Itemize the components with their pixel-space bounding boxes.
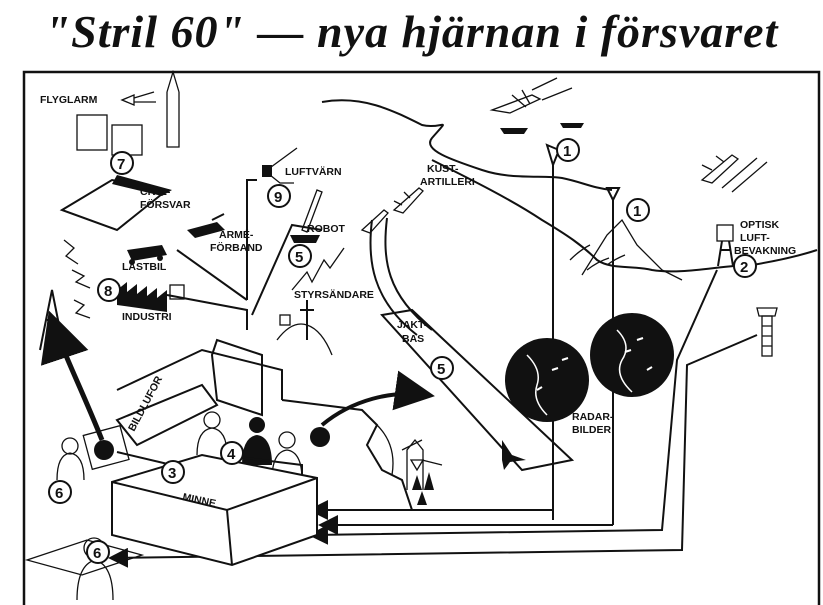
label-civilforsvar-1: CIVIL-: [140, 186, 171, 198]
lightning-signal: [291, 247, 345, 291]
number-badge-5b: 5: [430, 356, 454, 380]
coastline: [321, 99, 613, 191]
command-center: [116, 338, 443, 511]
mountain: [581, 218, 683, 281]
radar-image-1: [505, 338, 589, 422]
label-flyglarm: FLYGLARM: [40, 94, 98, 106]
jaktbas-runway: [380, 308, 575, 472]
fighter-track: [369, 219, 418, 336]
truck-icon: [127, 245, 167, 265]
svg-text:8: 8: [104, 283, 112, 300]
civil-shadow: [112, 175, 172, 196]
line-radar-1: [308, 500, 554, 520]
trees-icon: [412, 472, 434, 505]
svg-text:1: 1: [563, 143, 571, 160]
frame-border: [22, 70, 821, 605]
label-armeforband-2: FÖRBAND: [210, 241, 263, 254]
ship-icon: [500, 123, 584, 134]
number-badge-1b: 1: [626, 198, 650, 222]
arrow-to-minne: [116, 451, 173, 466]
svg-text:6: 6: [93, 545, 101, 562]
label-civilforsvar-2: FÖRSVAR: [140, 198, 191, 211]
line-flyglarm: [246, 179, 257, 300]
number-badge-1a: 1: [556, 138, 580, 162]
label-jaktbas-1: JAKT-: [397, 319, 428, 331]
number-badge-7: 7: [110, 151, 134, 175]
label-industri: INDUSTRI: [122, 311, 172, 323]
operator-left-icon: [56, 424, 130, 481]
svg-text:2: 2: [740, 259, 748, 276]
robot-missile-icon: [290, 189, 323, 243]
tank-icon: [187, 213, 225, 238]
radar-image-2: [590, 313, 674, 397]
svg-text:6: 6: [55, 485, 63, 502]
diagram-canvas: FLYGLARM CIVIL- FÖRSVAR ARMÉ- FÖRBAND LA…: [22, 70, 821, 605]
number-badge-6b: 6: [86, 540, 110, 564]
antiaircraft-gun-icon: [262, 147, 298, 184]
number-badge-2: 2: [733, 254, 757, 278]
line-arme: [176, 249, 248, 301]
label-robot: ROBOT: [307, 223, 346, 235]
svg-text:9: 9: [274, 189, 282, 206]
incoming-aircraft-icon: [700, 154, 768, 193]
svg-text:1: 1: [633, 203, 641, 220]
label-radarbilder-2: BILDER: [572, 424, 612, 436]
number-badge-3: 3: [161, 460, 185, 484]
label-kustartilleri-1: KUST-: [427, 163, 459, 175]
watch-tower-icon: [756, 307, 778, 357]
line-civil: [166, 294, 248, 330]
minne-box: [111, 453, 318, 567]
optical-tower-icon: [716, 224, 734, 267]
operator-group-icon: [196, 411, 330, 490]
diagram-frame: FLYGLARM CIVIL- FÖRSVAR ARMÉ- FÖRBAND LA…: [22, 70, 822, 605]
fighter-aircraft-icon: [360, 187, 424, 234]
fighter-icon: [502, 440, 526, 470]
label-optisk-1: OPTISK: [740, 219, 780, 231]
arrow-bildlufor: [40, 310, 105, 441]
label-optisk-3: BEVAKNING: [734, 245, 796, 257]
industry-icon: [117, 282, 185, 312]
number-badge-6a: 6: [48, 480, 72, 504]
operator-bottom-icon: [24, 537, 145, 601]
label-luftvarn: LUFTVÄRN: [285, 165, 342, 178]
label-radarbilder-1: RADAR-: [572, 411, 614, 423]
number-badge-4: 4: [220, 441, 244, 465]
bildlufor-screen: [115, 383, 219, 447]
radio-antenna-icon: [39, 239, 91, 351]
label-jaktbas-2: BAS: [402, 333, 424, 345]
arrow-to-jaktbas: [320, 370, 435, 427]
enemy-aircraft-icon: [489, 77, 573, 114]
number-badge-8: 8: [97, 278, 121, 302]
coast-hatching: [569, 244, 626, 271]
svg-text:4: 4: [227, 446, 236, 463]
line-watch: [108, 334, 758, 568]
label-kustartilleri-2: ARTILLERI: [420, 176, 475, 188]
transmitter-hill: [276, 300, 333, 356]
factory-buildings-icon: [76, 70, 180, 156]
line-optical: [308, 269, 718, 545]
page-title: "Stril 60" — nya hjärnan i försvaret: [44, 6, 779, 57]
label-styrsandare: STYRSÄNDARE: [294, 288, 374, 301]
line-robot: [251, 223, 323, 316]
label-armeforband-1: ARMÉ-: [219, 228, 254, 241]
svg-text:7: 7: [117, 156, 125, 173]
svg-text:3: 3: [168, 465, 176, 482]
number-badge-9: 9: [267, 184, 291, 208]
label-lastbil: LASTBIL: [122, 261, 167, 273]
svg-text:5: 5: [295, 249, 303, 266]
label-optisk-2: LUFT-: [740, 232, 770, 244]
number-badge-5a: 5: [288, 244, 312, 268]
svg-text:5: 5: [437, 361, 445, 378]
